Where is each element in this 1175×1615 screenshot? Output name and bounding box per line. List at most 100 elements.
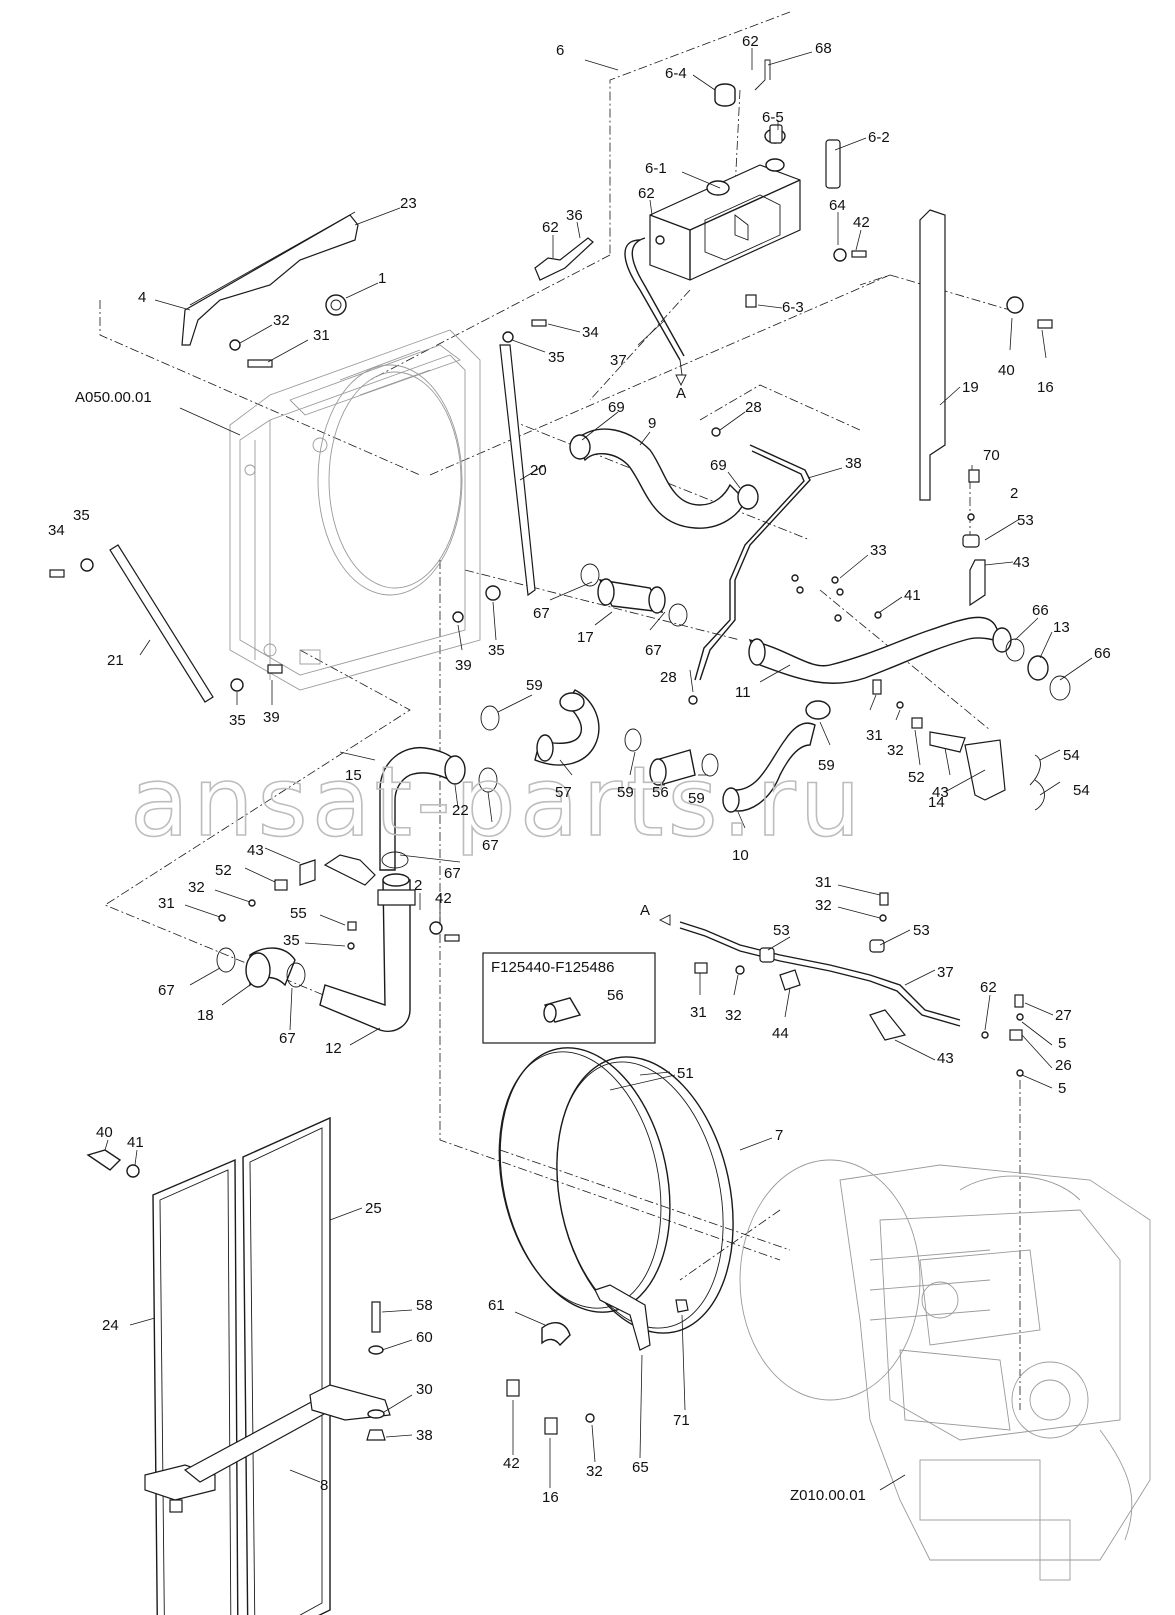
watermark: ansat-parts.ru [130, 746, 865, 858]
callout-label: 5 [1058, 1035, 1066, 1052]
callout-label: 43 [932, 784, 949, 801]
engine-assembly-ref: Z010.00.01 [790, 1487, 866, 1504]
callout-label: 66 [1032, 602, 1049, 619]
fan-rings [498, 1047, 734, 1334]
callout-label: 53 [773, 922, 790, 939]
callout-label: 59 [818, 757, 835, 774]
callout-label: 30 [416, 1381, 433, 1398]
inset-box-part-label: 56 [607, 987, 624, 1004]
middle-hoses [480, 689, 831, 813]
callout-label: 59 [617, 784, 634, 801]
callout-label: 58 [416, 1297, 433, 1314]
callout-label: 7 [775, 1127, 783, 1144]
callout-label: 44 [772, 1025, 789, 1042]
callout-label: 40 [96, 1124, 113, 1141]
callout-label: 51 [677, 1065, 694, 1082]
callout-label: 32 [188, 879, 205, 896]
callout-label: 39 [263, 709, 280, 726]
callout-label: 67 [444, 865, 461, 882]
callout-label: 62 [742, 33, 759, 50]
callout-label: 69 [608, 399, 625, 416]
callout-label: 32 [815, 897, 832, 914]
pipe-37-lower [658, 892, 1024, 1077]
callout-label: 68 [815, 40, 832, 57]
hose-18 [216, 854, 376, 988]
callout-label: 62 [542, 219, 559, 236]
callout-label: 35 [229, 712, 246, 729]
callout-label: 67 [645, 642, 662, 659]
callout-label: 57 [555, 784, 572, 801]
pipe-12 [319, 746, 498, 1032]
callout-label: 67 [482, 837, 499, 854]
callout-label: 54 [1063, 747, 1080, 764]
variant-inset [482, 952, 656, 1044]
callout-label: 24 [102, 1317, 119, 1334]
callout-label: 54 [1073, 782, 1090, 799]
callout-label: 28 [660, 669, 677, 686]
callout-label: 28 [745, 399, 762, 416]
assembly-lines [99, 11, 1021, 1410]
callout-label: 53 [1017, 512, 1034, 529]
callout-label: 9 [648, 415, 656, 432]
callout-label: 2 [1010, 485, 1018, 502]
flow-marker-top: A [676, 385, 686, 402]
callout-label: 12 [325, 1040, 342, 1057]
callout-label: 41 [904, 587, 921, 604]
callout-label: 71 [673, 1412, 690, 1429]
callout-label: 10 [732, 847, 749, 864]
callout-label: 53 [913, 922, 930, 939]
callout-label: 4 [138, 289, 146, 306]
callout-label: 1 [378, 270, 386, 287]
baffle-19 [919, 209, 1053, 501]
callout-label: 19 [962, 379, 979, 396]
lower-hose-11 [748, 574, 1071, 701]
callout-label: 41 [127, 1134, 144, 1151]
callout-label: 34 [582, 324, 599, 341]
callout-label: 37 [937, 964, 954, 981]
top-brackets [49, 211, 594, 703]
callout-label: 35 [73, 507, 90, 524]
callout-label: 42 [503, 1455, 520, 1472]
callout-label: 36 [566, 207, 583, 224]
callout-label: 15 [345, 767, 362, 784]
callout-label: 27 [1055, 1007, 1072, 1024]
callout-label: 16 [542, 1489, 559, 1506]
callout-label: 43 [247, 842, 264, 859]
callout-label: 38 [845, 455, 862, 472]
support-bracket [144, 1301, 391, 1513]
callout-label: 70 [983, 447, 1000, 464]
callout-label: 31 [313, 327, 330, 344]
expansion-tank [649, 59, 867, 308]
callout-label: 52 [908, 769, 925, 786]
callout-label: 6-5 [762, 109, 784, 126]
bottom-fasteners [506, 1284, 689, 1435]
engine-assembly [739, 1159, 1151, 1581]
callout-label: 6-1 [645, 160, 667, 177]
callout-label: 8 [320, 1477, 328, 1494]
callout-label: 6-4 [665, 65, 687, 82]
callout-label: 18 [197, 1007, 214, 1024]
callout-label: 32 [273, 312, 290, 329]
radiator-assembly-ref: A050.00.01 [75, 389, 152, 406]
radiator-assembly [229, 329, 481, 691]
callout-label: 40 [998, 362, 1015, 379]
callout-label: 13 [1053, 619, 1070, 636]
callout-label: 16 [1037, 379, 1054, 396]
callout-label: 42 [853, 214, 870, 231]
callout-label: 52 [215, 862, 232, 879]
callout-label: 6-2 [868, 129, 890, 146]
callout-label: 34 [48, 522, 65, 539]
callout-label: 69 [710, 457, 727, 474]
callout-label: 17 [577, 629, 594, 646]
callout-label: 65 [632, 1459, 649, 1476]
callout-label: 32 [725, 1007, 742, 1024]
callout-label: 21 [107, 652, 124, 669]
callout-label: 5 [1058, 1080, 1066, 1097]
inset-box-title: F125440-F125486 [491, 959, 614, 976]
callout-label: 39 [455, 657, 472, 674]
callout-label: 6 [556, 42, 564, 59]
callout-label: 64 [829, 197, 846, 214]
callout-label: 43 [1013, 554, 1030, 571]
flow-marker-bottom: A [640, 902, 650, 919]
